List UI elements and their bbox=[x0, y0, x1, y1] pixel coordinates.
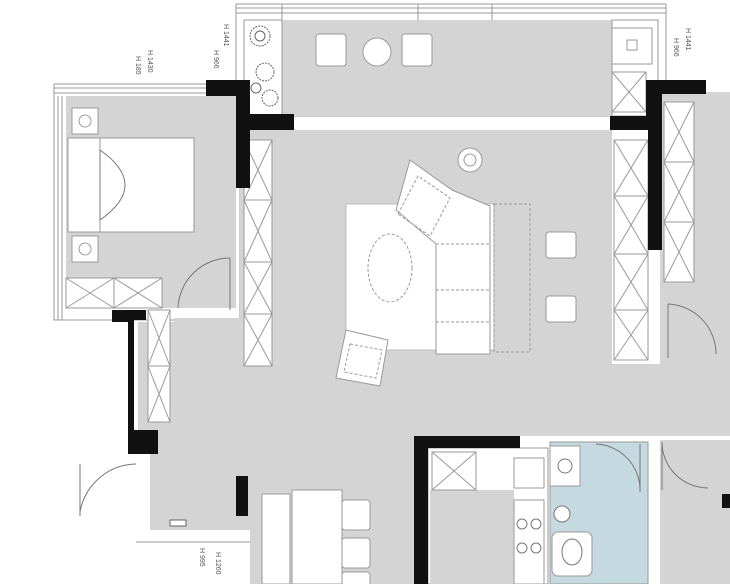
dim-balcony-left: H 966 bbox=[212, 50, 219, 69]
armchair bbox=[335, 329, 389, 387]
balcony-table-set bbox=[315, 33, 433, 67]
right-room bbox=[660, 92, 730, 436]
right-bottom-room bbox=[660, 440, 730, 584]
side-stools bbox=[545, 231, 577, 323]
shoe-cabinet bbox=[147, 309, 171, 423]
walls bbox=[112, 80, 730, 584]
dim-bedroom-b: H 185 bbox=[134, 56, 141, 75]
plant-icon bbox=[249, 25, 279, 107]
living-cabinet-right bbox=[613, 139, 649, 361]
lamp-icon bbox=[457, 147, 483, 173]
entrance-door bbox=[78, 462, 250, 543]
dining-set bbox=[261, 489, 371, 584]
sofa bbox=[395, 159, 531, 355]
dimension-labels: H 966 H 1441 H 1430 H 185 H 966 H 1441 H… bbox=[134, 24, 691, 575]
washer-cabinet bbox=[611, 27, 653, 113]
dim-bottom-b: H 1260 bbox=[214, 552, 221, 575]
bed bbox=[67, 107, 195, 263]
balcony bbox=[235, 3, 667, 117]
coffee-table bbox=[367, 233, 413, 303]
dim-balcony-left2: H 1441 bbox=[222, 24, 229, 47]
bathroom bbox=[549, 441, 649, 584]
dim-bedroom-a: H 1430 bbox=[146, 50, 153, 73]
dim-bottom-a: H 995 bbox=[198, 548, 205, 567]
dim-balcony-right: H 966 bbox=[672, 38, 679, 57]
bedroom-door bbox=[177, 257, 231, 310]
kitchen bbox=[427, 447, 549, 584]
bedroom-wardrobe bbox=[65, 277, 163, 309]
dim-balcony-right2: H 1441 bbox=[684, 28, 691, 51]
